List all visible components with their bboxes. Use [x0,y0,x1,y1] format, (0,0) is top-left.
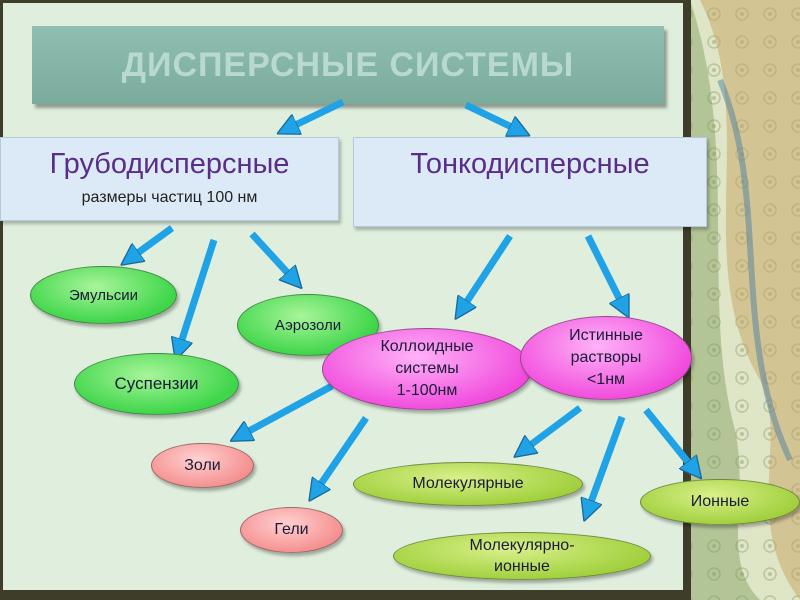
node-colloid-line2: системы [395,360,459,377]
node-molecular-label: Молекулярные [412,475,524,492]
node-emulsions-label: Эмульсии [68,286,139,304]
node-true-line2: растворы [570,349,642,366]
coarse-dispersed-box: Грубодисперсные размеры частиц 100 нм [0,137,339,221]
slide-title: ДИСПЕРСНЫЕ СИСТЕМЫ [121,45,575,84]
node-ionic: Ионные [640,479,800,525]
node-gels: Гели [240,507,343,553]
node-ionic-label: Ионные [690,493,750,510]
node-sols: Золи [151,443,254,488]
node-molecular-ionic-line1: Молекулярно- [469,537,575,554]
node-colloid-systems: Коллоидные системы 1-100нм [322,328,532,410]
fine-dispersed-box: Тонкодисперсные [353,137,707,227]
node-sols-label: Золи [184,456,221,474]
node-gels-label: Гели [274,521,309,538]
fine-dispersed-title: Тонкодисперсные [410,148,650,180]
node-suspensions-label: Суспензии [114,374,199,393]
coarse-dispersed-subtitle: размеры частиц 100 нм [81,189,258,206]
node-emulsions: Эмульсии [30,266,177,324]
node-molecular: Молекулярные [353,462,583,506]
node-aerosols-label: Аэрозоли [274,316,342,334]
node-molecular-ionic-line2: ионные [494,558,550,575]
node-colloid-line3: 1-100нм [396,382,458,399]
node-true-solutions: Истинные растворы <1нм [520,316,692,400]
node-true-line3: <1нм [586,371,626,388]
title-bar: ДИСПЕРСНЫЕ СИСТЕМЫ [32,26,664,104]
coarse-dispersed-title: Грубодисперсные [49,148,290,180]
node-true-line1: Истинные [569,327,643,344]
node-colloid-line1: Коллоидные [380,338,474,355]
node-molecular-ionic: Молекулярно- ионные [393,532,651,580]
node-suspensions: Суспензии [74,353,239,415]
